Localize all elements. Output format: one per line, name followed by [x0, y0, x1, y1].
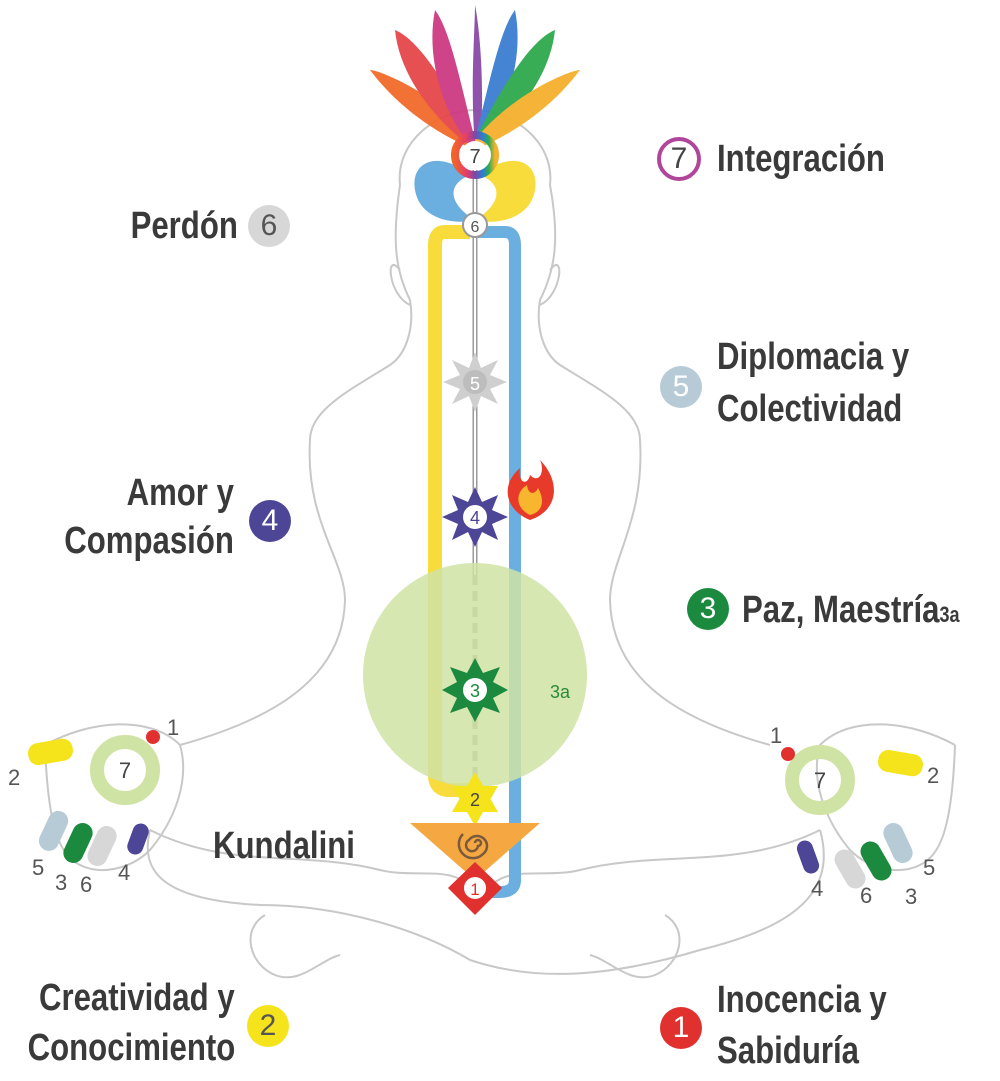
right-finger-3-label: 3 — [905, 884, 917, 909]
right-finger-4-label: 4 — [811, 876, 823, 901]
right-finger-3 — [860, 841, 892, 881]
chakra-4-badge-number: 4 — [261, 504, 279, 537]
chakra-4-label-line2: Compasión — [64, 520, 234, 562]
left-finger-2 — [28, 738, 73, 766]
chakra-1-badge-number: 1 — [672, 1011, 690, 1044]
chakra-5-label-line2: Colectividad — [717, 388, 903, 430]
left-channel — [428, 225, 470, 797]
right-palm-ring — [785, 745, 855, 815]
chakra-2-number: 2 — [470, 790, 480, 810]
chakra-5-badge-number: 5 — [672, 370, 690, 403]
body-outline — [44, 108, 956, 979]
chakra-1-label-line1: Inocencia y — [717, 979, 887, 1021]
left-palm-ring — [90, 735, 160, 805]
left-palm-number: 7 — [119, 758, 131, 783]
right-finger-5 — [883, 823, 913, 863]
right-palm-number: 7 — [814, 768, 826, 793]
chakra-6-badge-number: 6 — [260, 209, 278, 242]
right-channel — [478, 226, 521, 898]
chakra-3-number: 3 — [470, 681, 480, 701]
chakra-7-ring — [451, 131, 499, 179]
chakra-5-label-line1: Diplomacia y — [717, 336, 910, 378]
chakra-3-badge: 3 — [687, 588, 729, 630]
chakra-7-badge-number: 7 — [670, 142, 688, 175]
right-finger-4 — [796, 840, 820, 874]
right-finger-5-label: 5 — [923, 855, 935, 880]
chakra-2-label-line2: Conocimiento — [27, 1027, 235, 1069]
chakra-7-number: 7 — [469, 146, 480, 168]
kundalini-label: Kundalini — [213, 825, 355, 867]
left-finger-6 — [87, 826, 117, 866]
chakra-1-number: 1 — [470, 880, 479, 899]
chakra-6-label: Perdón — [130, 205, 238, 247]
left-finger-3-label: 3 — [55, 870, 67, 895]
left-finger-3 — [63, 823, 93, 863]
spiral-icon — [457, 833, 489, 860]
chakra-1-label-line2: Sabiduría — [717, 1030, 859, 1072]
chakra-2-label-line1: Creatividad y — [39, 977, 235, 1019]
right-finger-1-dot — [781, 747, 795, 761]
chakra-4-badge: 4 — [249, 500, 291, 542]
chakra-2-badge: 2 — [247, 1005, 289, 1047]
right-finger-2-label: 2 — [927, 763, 939, 788]
left-channel-head — [414, 160, 475, 222]
chakra-3-sub: 3a — [939, 602, 960, 627]
left-finger-4-label: 4 — [118, 860, 130, 885]
chakra-3-label: Paz, Maestría3a — [742, 587, 960, 638]
void-label: 3a — [550, 682, 571, 702]
right-channel-head — [475, 160, 536, 222]
left-finger-1-label: 1 — [167, 715, 179, 740]
chakra-4-number: 4 — [470, 508, 480, 528]
chakra-3-badge-number: 3 — [699, 592, 717, 625]
chakra-7-badge: 7 — [657, 137, 701, 181]
chakra-3-label-text: Paz, Maestría — [742, 589, 940, 631]
left-finger-1-dot — [146, 730, 160, 744]
flame-icon — [507, 460, 554, 520]
chakra-5-badge: 5 — [660, 366, 702, 408]
chakra-6-circle — [462, 212, 488, 238]
chakra-6-number: 6 — [471, 219, 480, 236]
chakra-6-badge: 6 — [248, 205, 290, 247]
left-finger-5 — [38, 810, 69, 851]
chakra-1-badge: 1 — [660, 1007, 702, 1049]
left-finger-4 — [127, 823, 149, 855]
left-finger-5-label: 5 — [32, 855, 44, 880]
chakra-2-badge-number: 2 — [259, 1009, 277, 1042]
right-finger-1-label: 1 — [770, 723, 782, 748]
right-finger-6-label: 6 — [860, 883, 872, 908]
left-finger-2-label: 2 — [8, 765, 20, 790]
right-finger-6 — [834, 849, 866, 889]
chakra-4-label-line1: Amor y — [126, 472, 234, 514]
left-finger-6-label: 6 — [80, 872, 92, 897]
chakra-5-number: 5 — [470, 374, 480, 394]
right-finger-2 — [878, 749, 923, 777]
chakra-7-label: Integración — [717, 138, 885, 180]
lotus-icon — [370, 5, 580, 150]
